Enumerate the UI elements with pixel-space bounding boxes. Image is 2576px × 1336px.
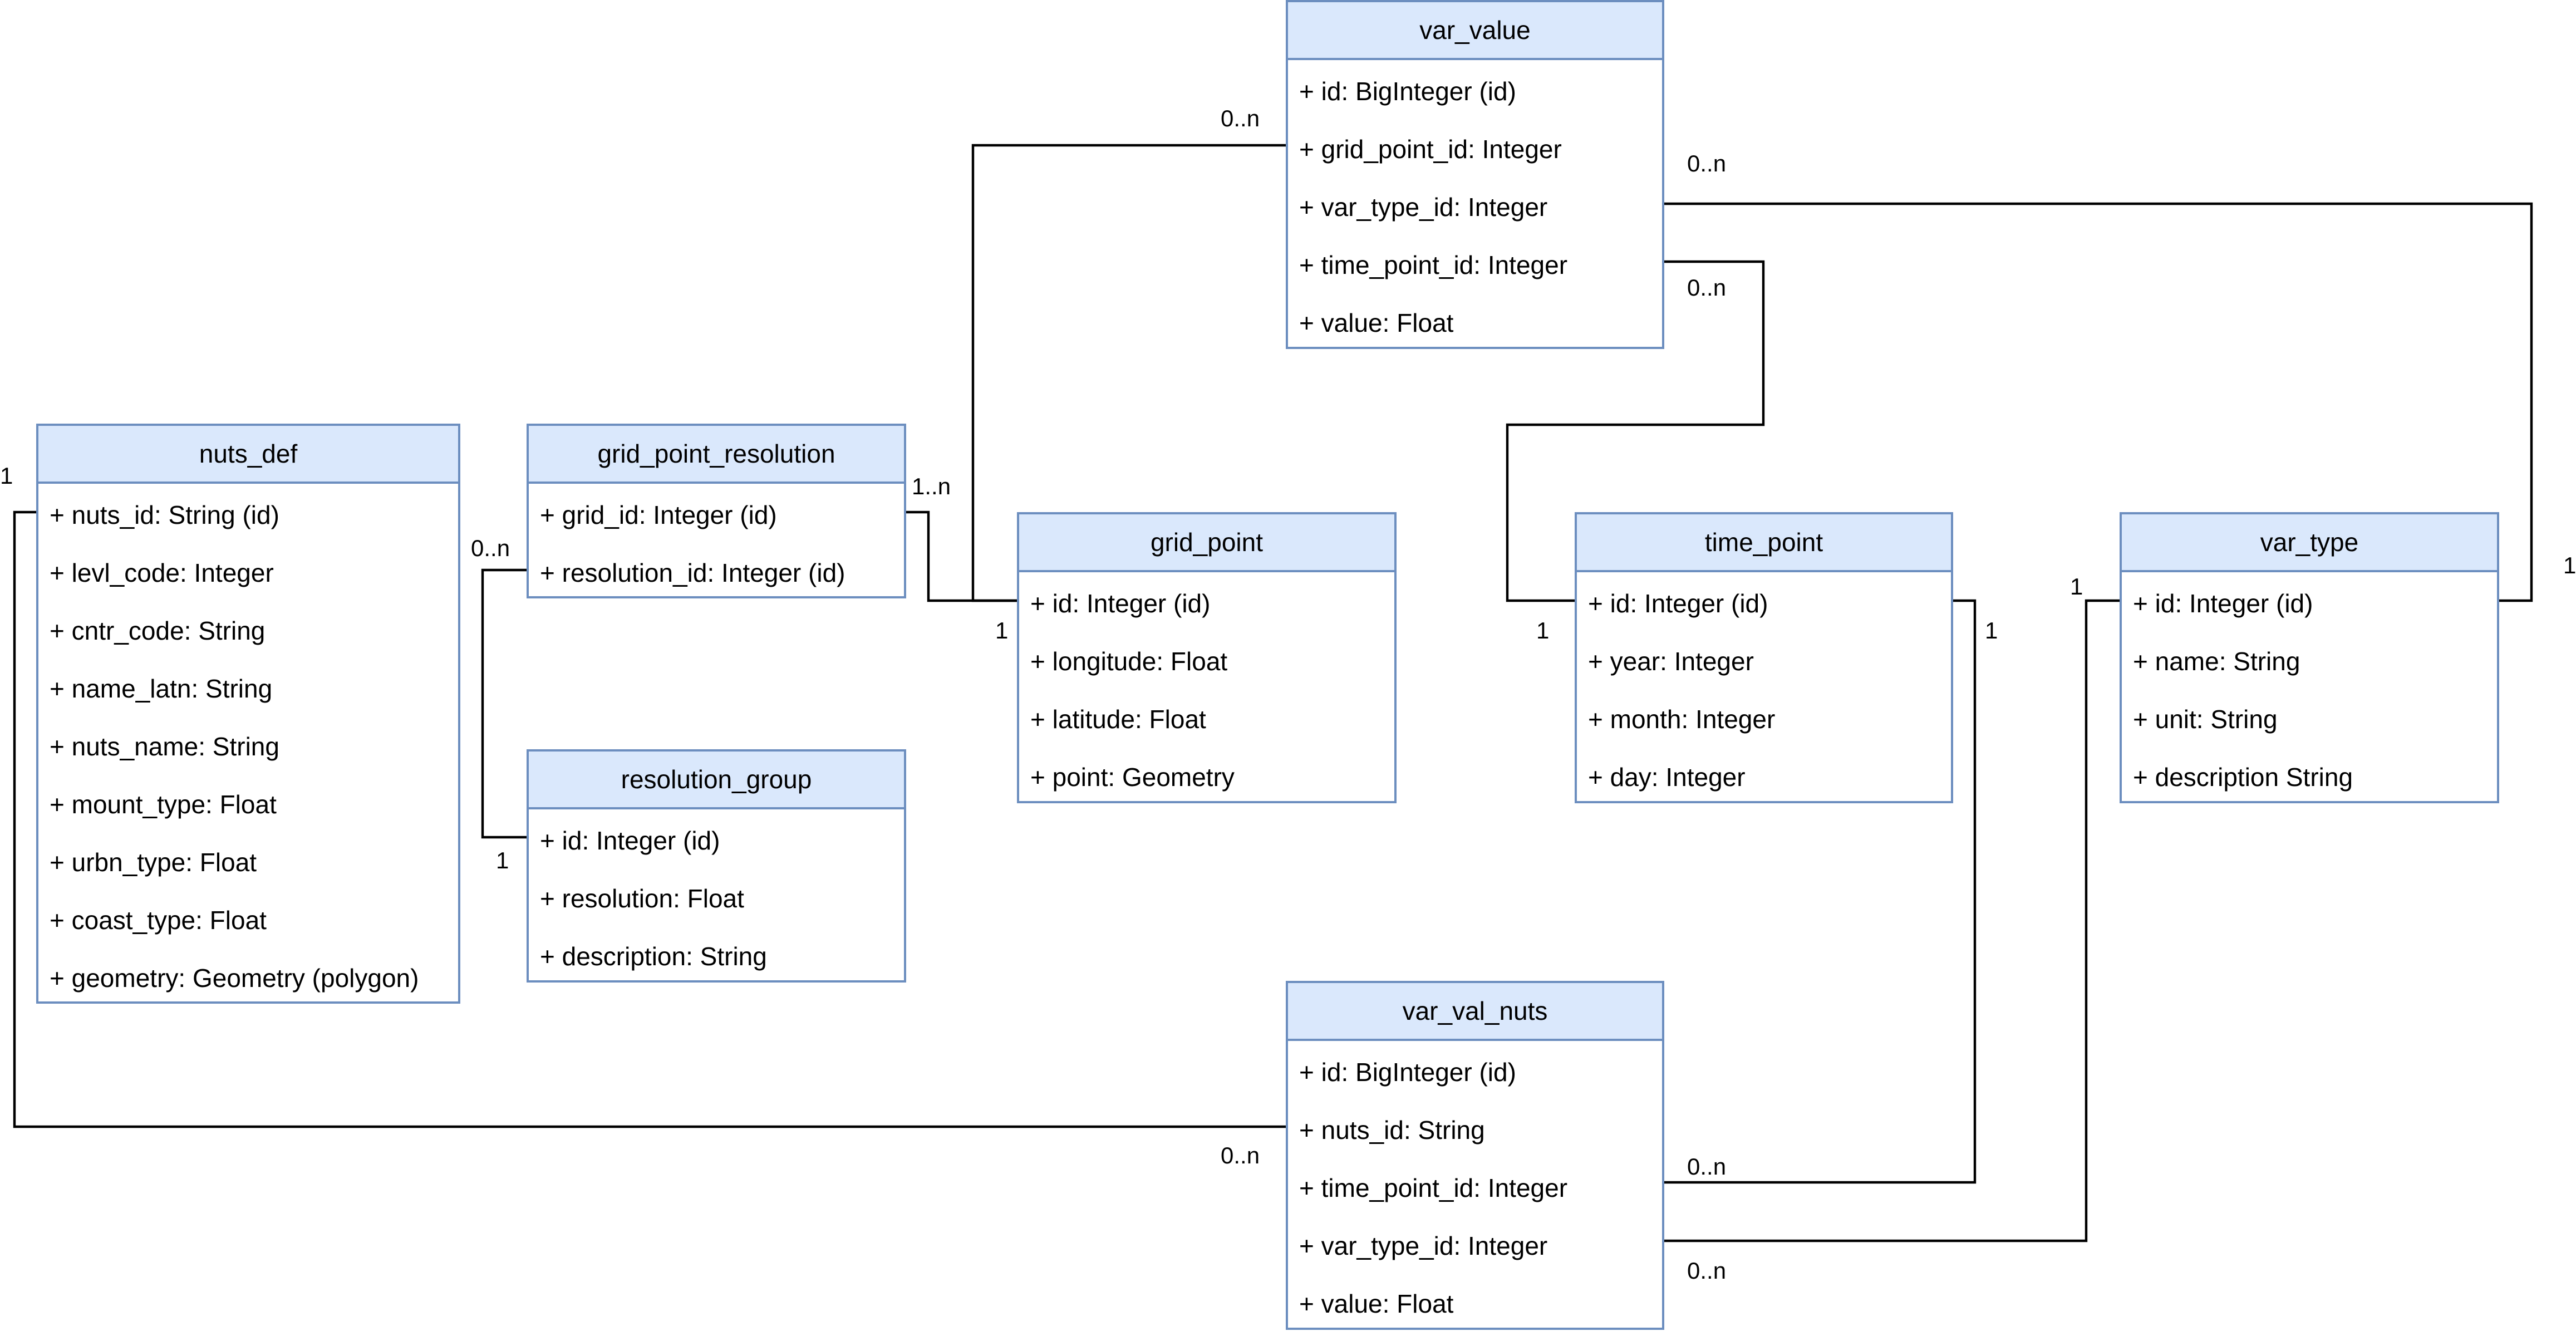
attribute-year: + year: Integer — [1588, 647, 1754, 676]
attribute-grid-id: + grid_id: Integer (id) — [540, 500, 777, 529]
entity-title: grid_point_resolution — [529, 426, 904, 484]
multiplicity-label: 1 — [2563, 552, 2576, 578]
multiplicity-label: 0..n — [1221, 105, 1260, 131]
attribute-mount-type: + mount_type: Float — [50, 790, 277, 819]
entity-title: nuts_def — [38, 426, 458, 484]
attribute-id: + id: Integer (id) — [1030, 589, 1211, 618]
attribute-unit: + unit: String — [2133, 705, 2278, 734]
attribute-id: + id: Integer (id) — [1588, 589, 1768, 618]
entity-var-value[interactable]: var_value + id: BigInteger (id) + grid_p… — [1286, 0, 1664, 349]
attribute-resolution: + resolution: Float — [540, 884, 744, 913]
attribute-id: + id: Integer (id) — [2133, 589, 2313, 618]
connector-grid-point-resolution-grid-point — [906, 510, 1017, 602]
attribute-id: + id: Integer (id) — [540, 826, 720, 855]
multiplicity-label: 0..n — [1221, 1142, 1260, 1168]
attribute-id: + id: BigInteger (id) — [1299, 1058, 1516, 1087]
entity-title: var_value — [1288, 2, 1662, 60]
attribute-nuts-name: + nuts_name: String — [50, 732, 279, 761]
multiplicity-label: 1 — [1985, 617, 1998, 644]
multiplicity-label: 1 — [0, 463, 13, 489]
entity-title: time_point — [1577, 514, 1951, 572]
attribute-month: + month: Integer — [1588, 705, 1776, 734]
multiplicity-label: 0..n — [1687, 150, 1727, 176]
multiplicity-label: 1 — [496, 847, 509, 873]
attribute-latitude: + latitude: Float — [1030, 705, 1206, 734]
attribute-cntr-code: + cntr_code: String — [50, 616, 266, 645]
entity-title: resolution_group — [529, 752, 904, 809]
attribute-time-point-id: + time_point_id: Integer — [1299, 1173, 1568, 1202]
attribute-description: + description String — [2133, 763, 2353, 792]
attribute-point: + point: Geometry — [1030, 763, 1235, 792]
connector-nuts-def-var-val-nuts — [13, 510, 1286, 1128]
attribute-grid-point-id: + grid_point_id: Integer — [1299, 135, 1562, 164]
attribute-coast-type: + coast_type: Float — [50, 906, 267, 935]
multiplicity-label: 1 — [1536, 617, 1550, 644]
connector-time-point-var-val-nuts — [1663, 599, 1977, 1184]
connector-var-type-var-val-nuts — [1663, 599, 2120, 1242]
entity-grid-point[interactable]: grid_point + id: Integer (id) + longitud… — [1017, 512, 1397, 803]
entity-time-point[interactable]: time_point + id: Integer (id) + year: In… — [1575, 512, 1953, 803]
entity-title: var_type — [2122, 514, 2497, 572]
attribute-var-type-id: + var_type_id: Integer — [1299, 193, 1548, 222]
entity-nuts-def[interactable]: nuts_def + nuts_id: String (id) + levl_c… — [36, 424, 460, 1004]
attribute-resolution-id: + resolution_id: Integer (id) — [540, 558, 845, 587]
connector-grid-point-resolution-resolution-group — [481, 568, 527, 839]
entity-var-type[interactable]: var_type + id: Integer (id) + name: Stri… — [2120, 512, 2499, 803]
attribute-nuts-id: + nuts_id: String (id) — [50, 500, 279, 529]
multiplicity-label: 1 — [995, 617, 1009, 644]
attribute-name-latn: + name_latn: String — [50, 674, 273, 703]
attribute-var-type-id: + var_type_id: Integer — [1299, 1231, 1548, 1260]
attribute-time-point-id: + time_point_id: Integer — [1299, 250, 1568, 279]
attribute-geometry: + geometry: Geometry (polygon) — [50, 964, 419, 993]
multiplicity-label: 0..n — [1687, 274, 1727, 301]
attribute-levl-code: + levl_code: Integer — [50, 558, 274, 587]
multiplicity-label: 1 — [2070, 573, 2083, 600]
multiplicity-label: 1..n — [912, 473, 951, 499]
attribute-name: + name: String — [2133, 647, 2300, 676]
attribute-longitude: + longitude: Float — [1030, 647, 1228, 676]
connector-var-value-time-point — [1506, 260, 1765, 602]
attribute-urbn-type: + urbn_type: Float — [50, 848, 257, 877]
attribute-description: + description: String — [540, 942, 767, 971]
attribute-nuts-id: + nuts_id: String — [1299, 1116, 1485, 1145]
connector-var-value-var-type — [1663, 202, 2533, 602]
entity-title: var_val_nuts — [1288, 983, 1662, 1041]
multiplicity-label: 0..n — [1687, 1258, 1727, 1284]
entity-resolution-group[interactable]: resolution_group + id: Integer (id) + re… — [527, 749, 906, 983]
entity-title: grid_point — [1019, 514, 1394, 572]
attribute-value: + value: Float — [1299, 1289, 1454, 1318]
attribute-value: + value: Float — [1299, 308, 1454, 337]
entity-var-val-nuts[interactable]: var_val_nuts + id: BigInteger (id) + nut… — [1286, 981, 1664, 1330]
attribute-day: + day: Integer — [1588, 763, 1746, 792]
attribute-id: + id: BigInteger (id) — [1299, 77, 1516, 106]
multiplicity-label: 0..n — [1687, 1153, 1727, 1180]
multiplicity-label: 0..n — [471, 535, 510, 561]
entity-grid-point-resolution[interactable]: grid_point_resolution + grid_id: Integer… — [527, 424, 906, 598]
